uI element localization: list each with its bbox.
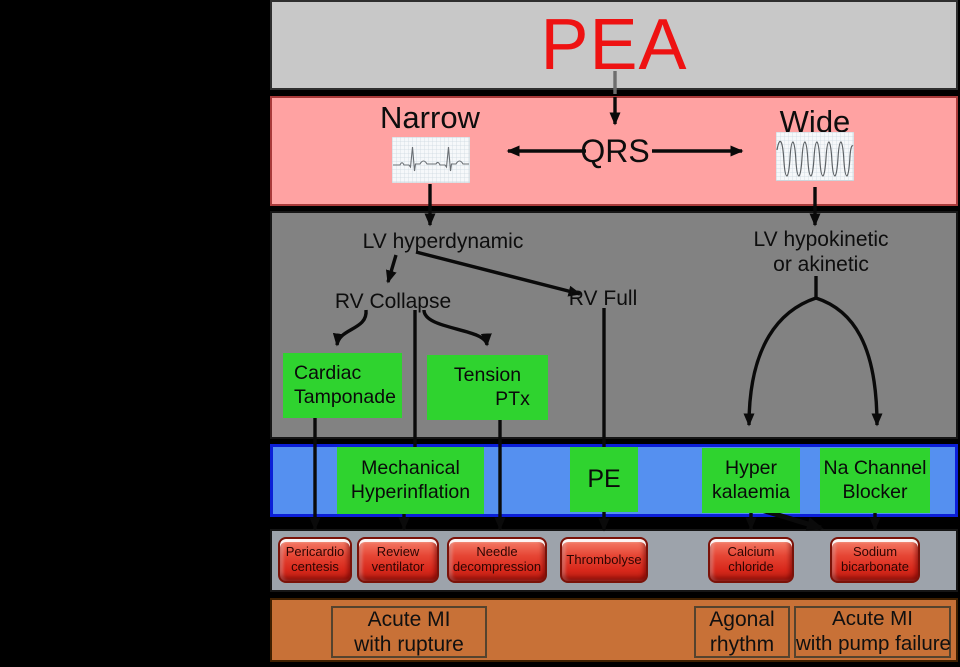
node-line: Blocker <box>842 480 908 503</box>
outcome-band <box>270 598 958 662</box>
node-line: Tamponade <box>294 385 396 408</box>
outcome-agonal-rhythm: Agonal rhythm <box>694 606 790 658</box>
rv-full-label: RV Full <box>568 287 638 310</box>
node-line: Na Channel <box>823 456 927 479</box>
node-cardiac-tamponade: Cardiac Tamponade <box>283 353 402 418</box>
node-line: Mechanical <box>361 456 460 479</box>
outcome-line: Agonal <box>709 607 775 631</box>
button-line: ventilator <box>371 559 425 574</box>
pea-title: PEA <box>540 5 688 85</box>
rv-collapse-label: RV Collapse <box>334 290 452 313</box>
thrombolyse-button[interactable]: Thrombolyse <box>560 537 648 583</box>
node-line: Hyper <box>724 456 778 479</box>
node-line: Hyperinflation <box>350 480 471 503</box>
outcome-line: with pump failure <box>796 632 951 655</box>
narrow-qrs-ecg-image <box>392 137 470 183</box>
node-line: PTx <box>495 387 530 410</box>
outcome-line: rhythm <box>709 633 775 656</box>
calcium-chloride-button[interactable]: Calcium chloride <box>708 537 794 583</box>
node-mechanical-hyperinflation: Mechanical Hyperinflation <box>337 447 484 514</box>
outcome-line: Acute MI <box>832 607 913 631</box>
narrow-label: Narrow <box>380 100 480 135</box>
pea-title-band: PEA <box>270 0 958 90</box>
pericardiocentesis-button[interactable]: Pericardio centesis <box>278 537 352 583</box>
outcome-acute-mi-pump-failure: Acute MI with pump failure <box>794 606 951 658</box>
needle-decompression-button[interactable]: Needle decompression <box>447 537 547 583</box>
button-line: Needle <box>476 544 518 560</box>
lv-hypokinetic-line2: or akinetic <box>773 252 869 276</box>
node-line: kalaemia <box>711 480 791 503</box>
node-na-channel-blocker: Na Channel Blocker <box>820 448 930 513</box>
lv-hypokinetic-line1: LV hypokinetic <box>753 228 889 251</box>
button-line: centesis <box>291 559 339 574</box>
node-line: Cardiac <box>294 361 362 384</box>
outcome-acute-mi-rupture: Acute MI with rupture <box>331 606 487 658</box>
button-line: Sodium <box>852 544 898 560</box>
sodium-bicarbonate-button[interactable]: Sodium bicarbonate <box>830 537 920 583</box>
button-line: decompression <box>452 559 542 574</box>
lv-hypokinetic-label: LV hypokinetic or akinetic <box>731 228 911 278</box>
button-line: Pericardio <box>285 544 345 560</box>
button-line: chloride <box>728 559 774 574</box>
lv-hyperdynamic-label: LV hyperdynamic <box>362 230 524 253</box>
node-pe: PE <box>570 447 638 512</box>
outcome-line: with rupture <box>354 633 464 656</box>
node-line: PE <box>587 465 621 494</box>
button-line: Calcium <box>727 544 775 560</box>
button-line: Review <box>376 544 420 560</box>
qrs-label: QRS <box>580 133 650 169</box>
review-ventilator-button[interactable]: Review ventilator <box>357 537 439 583</box>
node-line: Tension <box>453 363 522 386</box>
button-line: bicarbonate <box>841 559 909 574</box>
node-tension-ptx: Tension PTx <box>427 355 548 420</box>
node-hyperkalaemia: Hyper kalaemia <box>702 448 800 513</box>
button-line: Thrombolyse <box>566 551 642 567</box>
wide-qrs-ecg-image <box>776 132 854 181</box>
outcome-line: Acute MI <box>367 607 451 631</box>
